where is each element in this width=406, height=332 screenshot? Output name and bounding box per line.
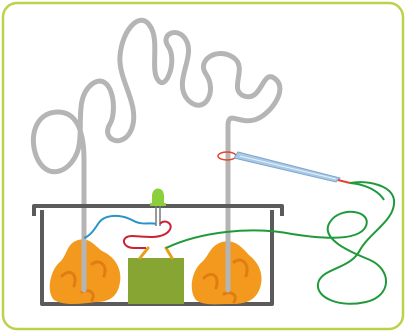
terminal-left: [138, 246, 150, 260]
probe-lead: [349, 182, 385, 201]
probe: [217, 151, 351, 184]
battery-block: [128, 258, 184, 304]
terminal-right: [164, 246, 174, 260]
wire-red: [123, 220, 172, 249]
wire-blue: [83, 214, 157, 239]
coiled-wire: [30, 17, 283, 303]
wire-green: [165, 181, 396, 305]
